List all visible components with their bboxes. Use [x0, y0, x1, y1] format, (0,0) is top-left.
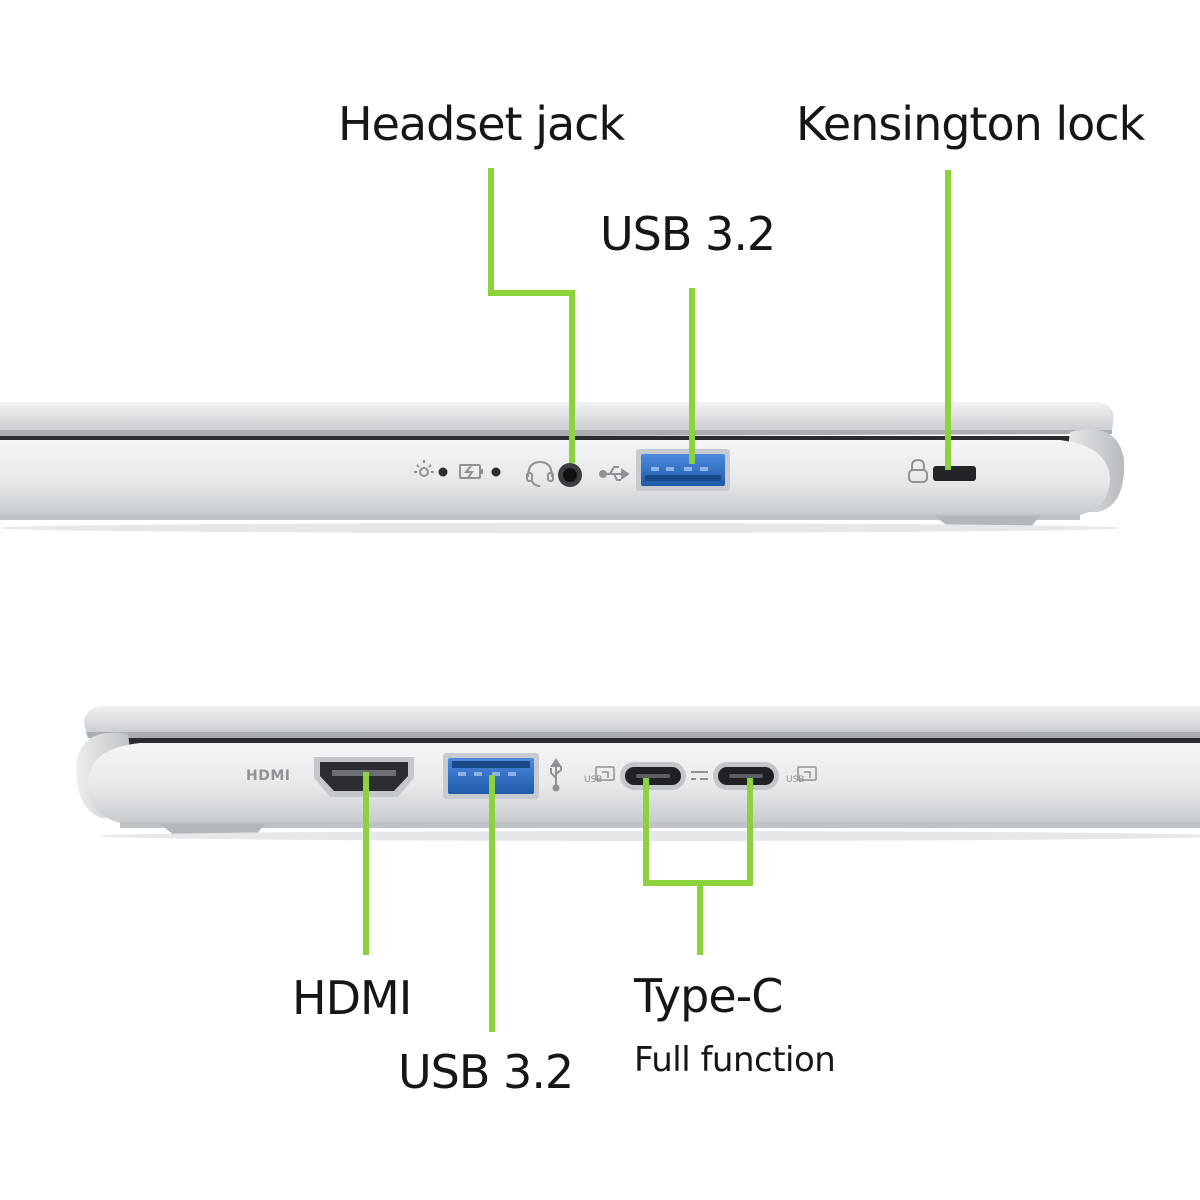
kensington-lock-slot	[933, 466, 976, 481]
lid-seam	[118, 738, 1200, 745]
lid-top	[84, 706, 1200, 734]
type-c-port-1	[620, 762, 686, 790]
power-light-icon	[414, 460, 434, 477]
usb-a-port-right	[636, 449, 730, 491]
thunderbolt-dash-icon	[691, 771, 708, 780]
headset-jack-hole	[563, 468, 577, 482]
hdmi-logo-icon: HDMI	[246, 768, 290, 784]
type-c-port-2	[713, 762, 779, 790]
usb-c-display-icon: USB	[584, 766, 615, 785]
base-bottom-edge	[120, 822, 1200, 828]
floor-shadow	[0, 523, 1120, 533]
svg-text:USB: USB	[786, 775, 804, 785]
lid-top	[0, 402, 1114, 432]
label-usb-left: USB 3.2	[398, 1045, 574, 1099]
battery-charge-icon	[459, 464, 483, 479]
label-type-c-subtitle: Full function	[634, 1040, 836, 1080]
headset-icon	[526, 460, 554, 487]
lid-seam	[0, 436, 1080, 442]
base-bottom-edge	[0, 514, 1080, 520]
callout-lines	[363, 168, 951, 1032]
callout-headset-jack	[488, 168, 575, 463]
usb-c-display-icon: USB	[786, 766, 817, 785]
power-led	[438, 467, 448, 477]
laptop-right-side	[0, 402, 1125, 533]
lock-icon	[908, 458, 928, 483]
label-type-c: Type-C	[634, 969, 783, 1023]
usb-trident-icon	[550, 758, 562, 792]
callout-type-c	[643, 778, 753, 955]
label-usb-right: USB 3.2	[600, 207, 776, 261]
label-headset-jack: Headset jack	[338, 97, 625, 151]
laptop-left-side: HDMI USB US	[76, 706, 1200, 841]
base-body	[0, 440, 1110, 516]
battery-led	[491, 467, 501, 477]
floor-shadow	[100, 831, 1200, 841]
label-hdmi: HDMI	[292, 971, 412, 1025]
svg-text:USB: USB	[584, 775, 602, 785]
usb-icon	[599, 466, 630, 481]
label-kensington-lock: Kensington lock	[796, 97, 1145, 151]
